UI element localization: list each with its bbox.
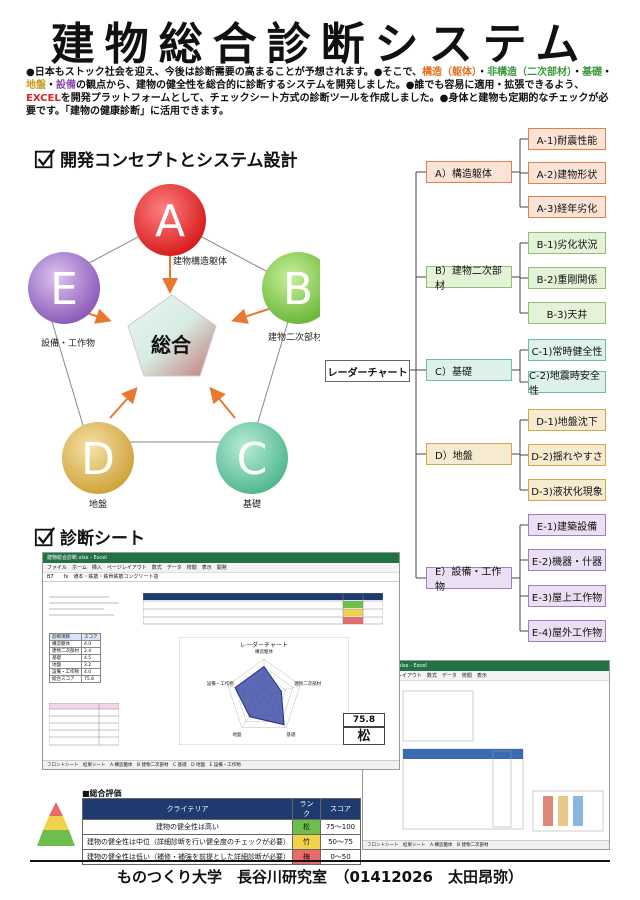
page-title: 建物総合診断システム [50, 19, 590, 70]
total-rank: 松 [343, 727, 385, 745]
radar-axis-label: 構造躯体 [255, 648, 273, 655]
svg-text:地盤: 地盤 [89, 498, 107, 510]
leaf-c1: C-1)常時健全性 [528, 339, 606, 361]
category-e-equipment: E）設備・工作物 [426, 567, 512, 593]
category-b-secondary: B）建物二次部材 [426, 266, 512, 292]
radar-chart-label: レーダーチャート [325, 360, 410, 382]
node-e: E 設備・工作物 [28, 252, 100, 349]
sheet-tabs[interactable]: フロントシート 結果シート A 構造躯体 B 建物二次部材 [363, 840, 609, 849]
radar-chart-title: レーダーチャート [240, 641, 288, 649]
formula-bar[interactable]: B7 fx 通本・鉄筋・鉄骨鉄筋コンクリート造 [43, 573, 399, 582]
eval-header-rank: ランク [292, 798, 321, 820]
svg-text:建物構造躯体: 建物構造躯体 [173, 255, 227, 267]
evaluation-title: ■総合評価 [82, 789, 122, 798]
window-titlebar: 建物総合診断.xlsx - Excel [43, 553, 399, 563]
eval-row: 建物の健全性は中位（詳細診断を行い健全度のチェックが必要） 竹 50〜75 [82, 834, 361, 850]
footer-divider [30, 860, 610, 862]
category-d-ground: D）地盤 [426, 443, 512, 465]
svg-text:建物二次部材: 建物二次部材 [268, 331, 320, 343]
svg-text:E: E [50, 264, 78, 315]
radar-axis-label: 地盤 [233, 731, 242, 738]
intro-text: ●日本もストック社会を迎え、今後は診断需要の高まることが予想されます。●そこで、… [26, 67, 613, 117]
leaf-d3: D-3)液状化現象 [528, 479, 606, 501]
leaf-b3: B-3)天井 [528, 302, 606, 324]
total-score: 75.8 [343, 713, 385, 727]
leaf-e1: E-1)建築設備 [528, 514, 606, 536]
leaf-b1: B-1)劣化状況 [528, 232, 606, 254]
leaf-a2: A-2)建物形状 [528, 162, 606, 184]
category-a-structure: A）構造躯体 [426, 161, 512, 183]
arrow-b [231, 307, 273, 324]
leaf-d2: D-2)揺れやすさ [528, 444, 606, 466]
node-d: D 地盤 [62, 422, 134, 510]
arrow-c [209, 386, 236, 419]
node-a: A 建物構造躯体 [134, 184, 227, 267]
center-pentagon [127, 294, 217, 377]
excel-sheet-main: 建物総合診断.xlsx - Excel ファイル ホーム 挿入 ページレイアウト… [42, 552, 400, 770]
rank-table-preview [49, 703, 119, 746]
eval-header-score: スコア [320, 798, 361, 820]
leaf-e2: E-2)機器・什器 [528, 549, 606, 571]
diagnosis-notes-preview [49, 596, 119, 616]
footer-credit: ものつくり大学 長谷川研究室 （01412026 太田昂弥） [117, 868, 523, 886]
leaf-b2: B-2)重剛関係 [528, 267, 606, 289]
leaf-a3: A-3)経年劣化 [528, 196, 606, 218]
rank-pyramid-icon [37, 802, 75, 846]
sheet-tabs[interactable]: フロントシート 結果シート A 構造躯体 B 建物二次部材 C 基礎 D 地盤 … [43, 760, 399, 769]
concept-diagram: 総合 A 建物構造躯体 B 建物二次部材 C 基礎 D 地盤 E 設備・工作物 [28, 184, 320, 510]
radar-grid-ring [227, 658, 301, 728]
leaf-c2: C-2)地震時安全性 [528, 371, 606, 397]
center-label: 総合 [151, 333, 192, 357]
ribbon-menu[interactable]: ファイル ホーム 挿入 ページレイアウト 数式 データ 校閲 表示 開発 [43, 563, 399, 573]
mini-evaluation-table [143, 593, 383, 625]
leaf-a1: A-1)耐震性能 [528, 128, 606, 150]
arrow-d [109, 387, 138, 419]
svg-text:基礎: 基礎 [243, 498, 261, 510]
eval-header-criteria: クライテリア [82, 798, 293, 820]
ribbon-menu[interactable]: 挿入 ページレイアウト 数式 データ 校閲 表示 [363, 671, 609, 681]
checkbox-icon [34, 526, 56, 546]
radar-series-shape [234, 665, 285, 726]
leaf-e3: E-3)屋上工作物 [528, 585, 606, 607]
node-b: B 建物二次部材 [262, 252, 320, 343]
leaf-e4: E-4)屋外工作物 [528, 620, 606, 642]
excel-sheet-secondary: 建物総合診断.xlsx - Excel 挿入 ページレイアウト 数式 データ 校… [362, 660, 610, 850]
svg-text:設備・工作物: 設備・工作物 [41, 337, 95, 349]
eval-row: 建物の健全性は低い（補修・補強を前提とした詳細診断が必要） 梅 0〜50 [82, 849, 361, 865]
svg-text:B: B [283, 264, 313, 315]
svg-text:A: A [155, 196, 185, 247]
category-c-foundation: C）基礎 [426, 359, 512, 381]
section-sheet-heading: 診断シート [34, 524, 145, 549]
section-concept-heading: 開発コンセプトとシステム設計 [34, 146, 298, 171]
svg-text:C: C [237, 434, 268, 485]
radar-axis-label: 設備・工作物 [207, 680, 234, 687]
svg-text:D: D [81, 434, 115, 485]
eval-row: 建物の健全性は高い 松 75〜100 [82, 819, 361, 835]
radar-axis-label: 建物二次部材 [294, 680, 321, 687]
evaluation-table: クライテリア ランク スコア 建物の健全性は高い 松 75〜100 建物の健全性… [82, 798, 361, 865]
checkbox-icon [34, 148, 56, 168]
sheet-grid-preview [402, 690, 604, 832]
node-c: C 基礎 [216, 422, 288, 510]
leaf-d1: D-1)地盤沈下 [528, 409, 606, 431]
radar-axis-label: 基礎 [287, 731, 296, 738]
